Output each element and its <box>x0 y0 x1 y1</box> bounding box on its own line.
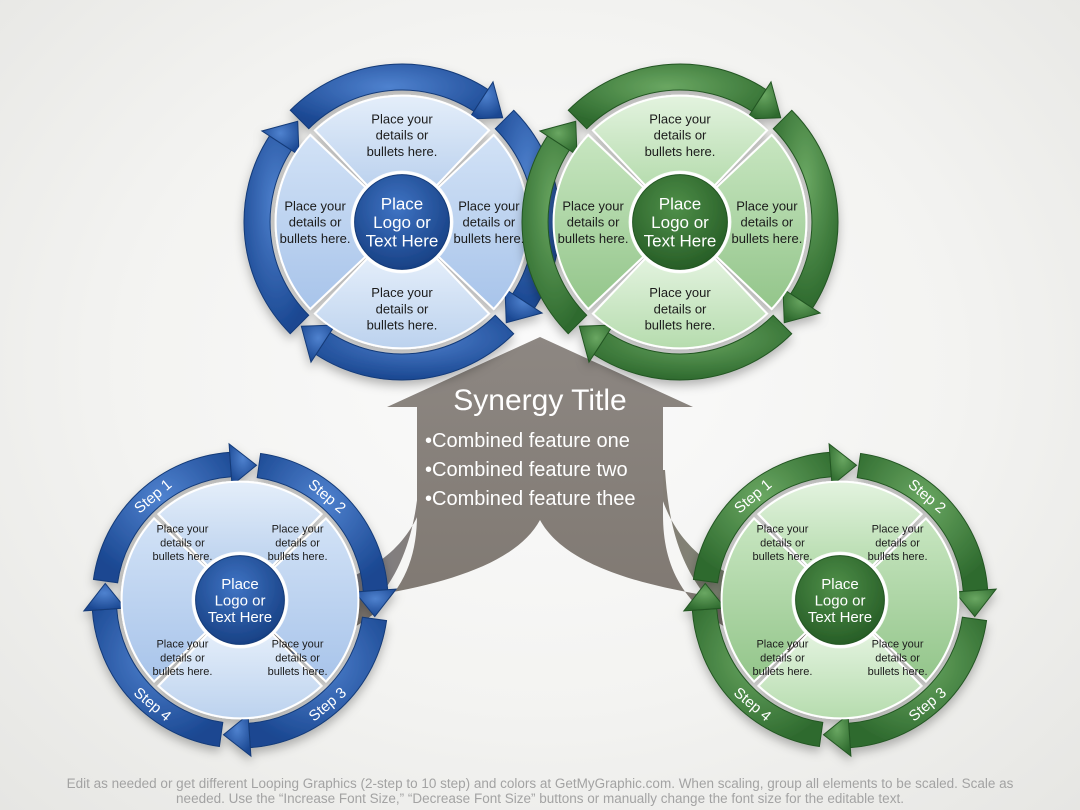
quadrant-text: bullets here. <box>152 666 212 678</box>
footer-note: Edit as needed or get different Looping … <box>10 776 1070 806</box>
quadrant-text: details or <box>567 215 620 230</box>
cycle-arrow-head <box>953 588 998 618</box>
quadrant-text: details or <box>275 537 320 549</box>
quadrant-text: bullets here. <box>152 551 212 563</box>
quadrant-text: bullets here. <box>645 144 716 159</box>
quadrant-text: Place your <box>272 524 324 536</box>
center-logo-placeholder <box>354 174 450 270</box>
quadrant-text: Place your <box>649 285 711 300</box>
center-logo-text: Place <box>659 194 702 213</box>
quadrant-text: bullets here. <box>868 666 928 678</box>
center-logo-placeholder <box>795 555 885 645</box>
quadrant-text: Place your <box>371 111 433 126</box>
center-logo-text: Logo or <box>215 592 266 609</box>
quadrant-text: details or <box>654 128 707 143</box>
quadrant-text: bullets here. <box>868 551 928 563</box>
quadrant-text: bullets here. <box>645 318 716 333</box>
synergy-arrow <box>250 337 830 660</box>
quadrant-text: bullets here. <box>268 551 328 563</box>
cycle-arrow-head <box>467 80 504 120</box>
cycle-arrow-head <box>222 713 252 758</box>
quadrant-text: Place your <box>756 524 808 536</box>
cycle-arrow-head <box>745 80 782 120</box>
synergy-title: Synergy Title <box>453 384 626 417</box>
center-logo-text: Text Here <box>366 232 439 251</box>
quadrant-text: Place your <box>562 198 624 213</box>
quadrant-text: Place your <box>458 198 520 213</box>
cycle-arrow-head <box>300 324 337 364</box>
quadrant-text: bullets here. <box>453 231 524 246</box>
quadrant-text: details or <box>741 215 794 230</box>
quadrant-text: Place your <box>736 198 798 213</box>
center-logo-text: Logo or <box>815 592 866 609</box>
quadrant-text: bullets here. <box>280 231 351 246</box>
quadrant-text: details or <box>160 652 205 664</box>
quadrant-text: details or <box>376 301 429 316</box>
center-logo-text: Place <box>821 576 859 593</box>
cycle-arrow-head <box>538 120 578 157</box>
center-logo-text: Text Here <box>644 232 717 251</box>
quadrant-text: details or <box>463 215 516 230</box>
quadrant-text: Place your <box>371 285 433 300</box>
center-logo-text: Place <box>221 576 259 593</box>
quadrant-text: bullets here. <box>558 231 629 246</box>
quadrant-text: details or <box>760 652 805 664</box>
cycle-arrow-head <box>822 713 852 758</box>
center-logo-text: Text Here <box>808 609 872 626</box>
synergy-bullet: •Combined feature two <box>425 459 628 481</box>
quadrant-text: Place your <box>284 198 346 213</box>
center-logo-placeholder <box>195 555 285 645</box>
quadrant-text: Place your <box>649 111 711 126</box>
cycle-arrow-head <box>782 287 822 324</box>
quadrant-text: Place your <box>756 639 808 651</box>
center-logo-text: Logo or <box>651 213 709 232</box>
quadrant-text: details or <box>376 128 429 143</box>
quadrant-text: details or <box>275 652 320 664</box>
center-logo-text: Place <box>381 194 424 213</box>
quadrant-text: details or <box>875 652 920 664</box>
center-logo-text: Text Here <box>208 609 272 626</box>
quadrant-text: bullets here. <box>731 231 802 246</box>
quadrant-text: bullets here. <box>752 551 812 563</box>
quadrant-text: bullets here. <box>367 144 438 159</box>
quadrant-text: bullets here. <box>367 318 438 333</box>
quadrant-text: Place your <box>156 524 208 536</box>
quadrant-text: Place your <box>872 639 924 651</box>
cycle-arrow-head <box>828 442 858 487</box>
center-logo-text: Logo or <box>373 213 431 232</box>
quadrant-text: Place your <box>272 639 324 651</box>
cycle-arrow-head <box>260 120 300 157</box>
synergy-bullet: •Combined feature thee <box>425 488 635 510</box>
synergy-bullet: •Combined feature one <box>425 430 630 452</box>
quadrant-text: details or <box>160 537 205 549</box>
cycle-arrow-head <box>353 588 398 618</box>
footer-line-1: Edit as needed or get different Looping … <box>66 776 1014 791</box>
cycle-arrow-head <box>504 287 544 324</box>
quadrant-text: Place your <box>156 639 208 651</box>
quadrant-text: bullets here. <box>268 666 328 678</box>
quadrant-text: bullets here. <box>752 666 812 678</box>
quadrant-text: details or <box>289 215 342 230</box>
cycle-arrow-head <box>228 442 258 487</box>
cycle-arrow-head <box>578 324 615 364</box>
footer-line-2: needed. Use the “Increase Font Size,” “D… <box>176 791 904 806</box>
center-logo-placeholder <box>632 174 728 270</box>
quadrant-text: details or <box>875 537 920 549</box>
quadrant-text: details or <box>654 301 707 316</box>
quadrant-text: Place your <box>872 524 924 536</box>
cycle-arrow-head <box>82 582 127 612</box>
quadrant-text: details or <box>760 537 805 549</box>
cycle-arrow-head <box>682 582 727 612</box>
